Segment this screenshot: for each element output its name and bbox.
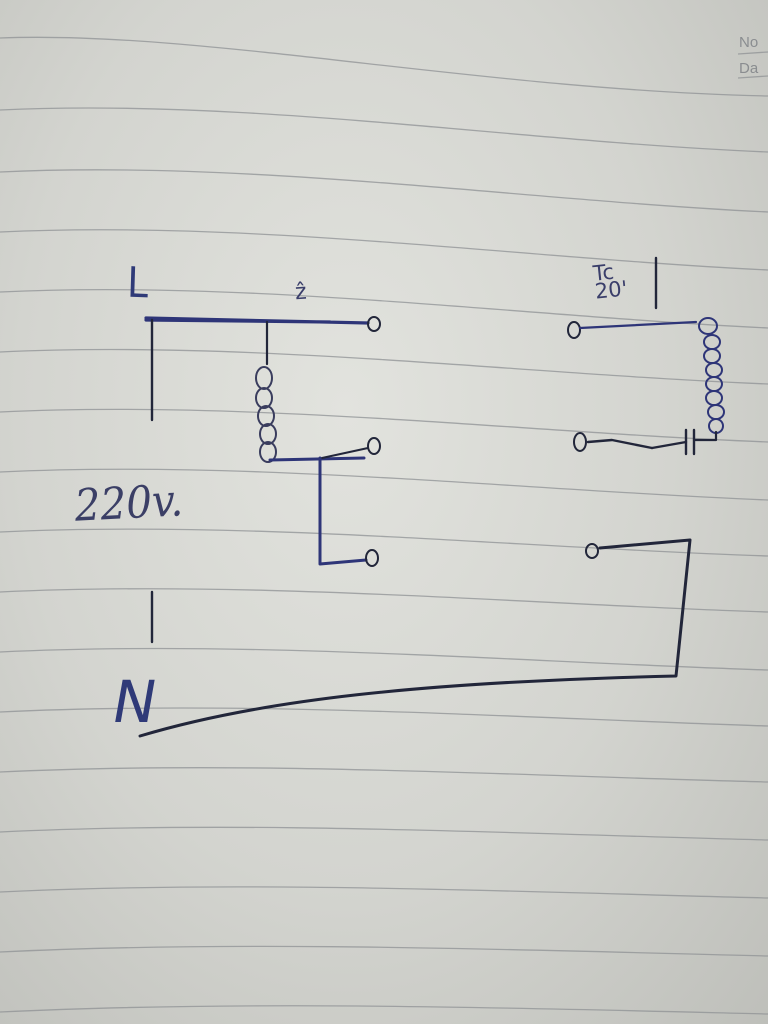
terminal-4: [567, 321, 581, 339]
live-wire: [144, 316, 370, 325]
terminal-5: [573, 432, 587, 452]
terminal-2: [367, 437, 381, 455]
terminal-3: [365, 549, 379, 567]
terminal-1: [367, 316, 381, 332]
contact-line: [268, 456, 366, 462]
header-date-label: Da: [739, 60, 759, 77]
live-label: L: [126, 257, 149, 308]
terminal-6: [585, 543, 599, 559]
capacitor-switch: [586, 428, 696, 456]
timer-coil: [698, 317, 725, 434]
neutral-wire: [138, 538, 692, 738]
coil-note: ẑ: [294, 279, 308, 306]
header-no-label: No: [739, 34, 759, 51]
contact-drop: [318, 456, 368, 566]
voltage-label: 220v.: [73, 475, 185, 532]
relay-coil: [255, 366, 277, 463]
timer-note: Tc 20': [591, 259, 629, 304]
